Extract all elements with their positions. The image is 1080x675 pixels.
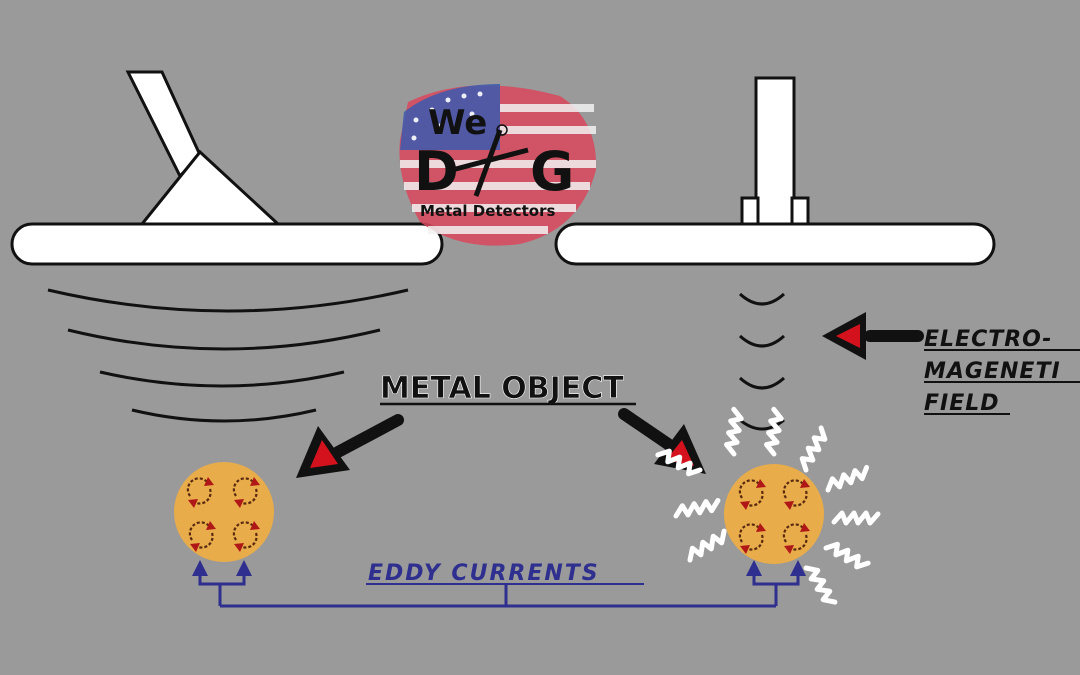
up-arrow-icon (192, 560, 208, 576)
field-chevron (739, 418, 785, 431)
left-metal-object (174, 462, 274, 562)
up-arrow-icon (746, 560, 762, 576)
wave-line (99, 370, 345, 388)
logo-we: We (428, 103, 487, 143)
right-detector-shaft (754, 76, 796, 226)
electromagnetic-field-waves (738, 292, 786, 431)
right-detector-mount-left (740, 196, 760, 226)
left-detector (10, 70, 444, 266)
up-arrow-icon (790, 560, 806, 576)
flag-background (399, 84, 597, 246)
emf-label-line1: ELECTRO- (924, 327, 1052, 352)
metal-object-label: METAL OBJECT (380, 371, 624, 406)
left-search-coil (10, 222, 444, 266)
logo-letter-d: D (414, 140, 459, 203)
wave-line (47, 288, 409, 313)
left-detector-mount (138, 149, 282, 226)
emf-label-line2: MAGENETI (924, 359, 1061, 384)
left-detection-waves (47, 288, 409, 423)
wave-line (131, 408, 317, 423)
logo-letter-g: G (530, 140, 574, 203)
arrow-to-right-object (618, 408, 706, 474)
eddy-currents-label: EDDY CURRENTS (368, 561, 600, 586)
emf-label-line3: FIELD (924, 391, 1000, 416)
right-detector (554, 76, 996, 266)
eddy-currents-connector (198, 574, 800, 608)
field-chevron (738, 376, 786, 390)
field-chevron (738, 334, 786, 348)
up-arrow-icon (236, 560, 252, 576)
wedig-logo: We D G Metal Detectors (399, 84, 597, 246)
eddy-arrowheads (192, 560, 806, 576)
right-metal-object (724, 464, 824, 564)
right-detector-mount-right (790, 196, 810, 226)
field-chevron (738, 292, 786, 306)
arrow-to-left-object (296, 414, 404, 478)
logo-tagline: Metal Detectors (420, 202, 555, 220)
left-object-disc (174, 462, 274, 562)
arrow-to-field (822, 312, 924, 360)
wave-line (67, 328, 381, 351)
electromagnetic-field-label: ELECTRO- MAGENETI FIELD (924, 327, 1080, 416)
right-object-disc (724, 464, 824, 564)
right-search-coil (554, 222, 996, 266)
logo-registered-mark (496, 124, 508, 136)
left-detector-shaft (125, 70, 202, 179)
